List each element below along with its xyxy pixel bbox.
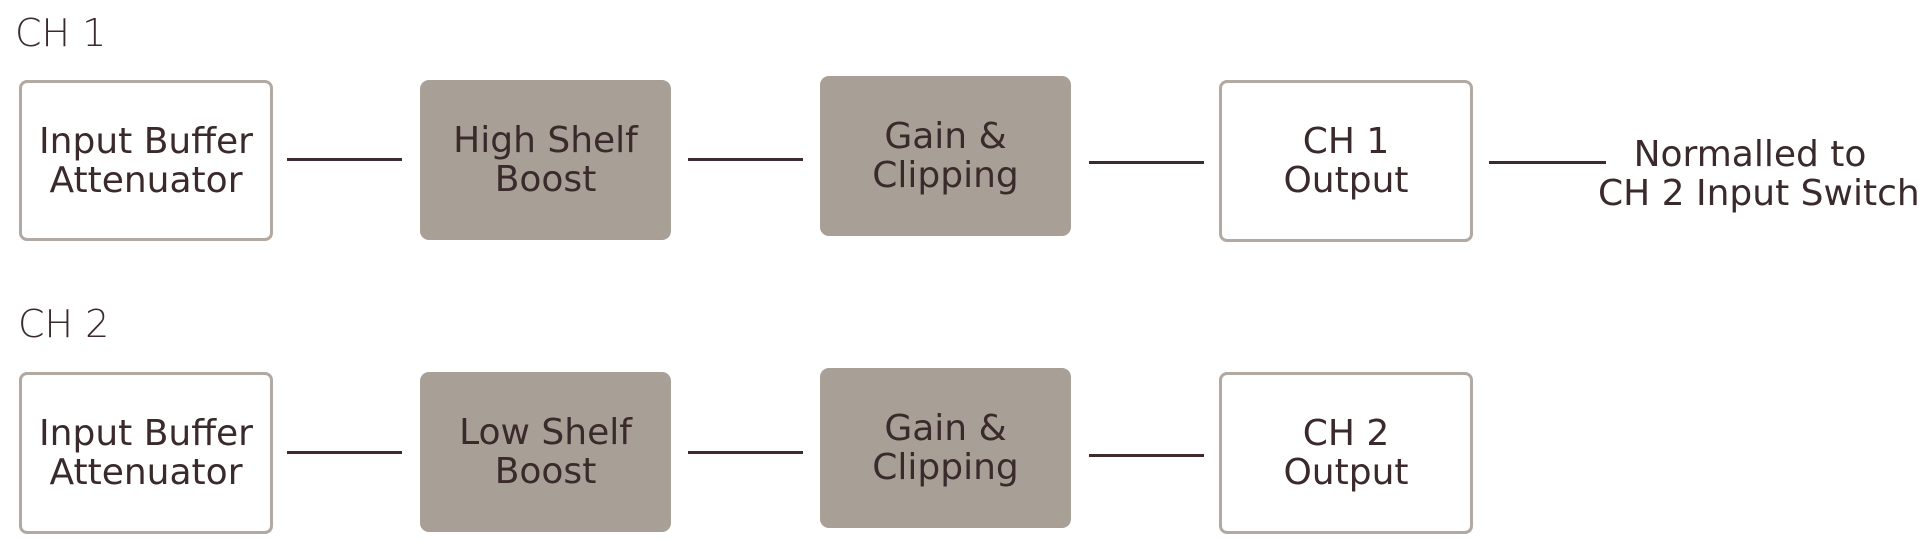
note-line1: Normalled to (1633, 134, 1867, 175)
block-label-line1: Low Shelf (459, 412, 632, 453)
ch1-wire-2 (688, 158, 803, 161)
ch1-output-block: CH 1 Output (1219, 80, 1473, 242)
block-label-line1: Input Buffer (39, 413, 253, 454)
block-label-line1: Input Buffer (39, 120, 253, 162)
block-label-line2: Attenuator (49, 159, 243, 201)
block-label-line2: Output (1283, 160, 1409, 201)
block-label-line2: Clipping (872, 155, 1019, 196)
block-label-line2: Clipping (872, 447, 1019, 488)
ch1-wire-3 (1089, 161, 1204, 164)
ch1-wire-4 (1489, 161, 1606, 164)
ch2-input-buffer-block: Input Buffer Attenuator (19, 372, 273, 534)
block-label-line1: High Shelf (453, 120, 638, 161)
ch1-high-shelf-block: High Shelf Boost (420, 80, 671, 240)
block-label-line2: Boost (494, 451, 597, 492)
ch2-wire-1 (287, 451, 402, 454)
block-label-line1: CH 1 (1302, 121, 1390, 162)
ch1-label: CH 1 (15, 11, 107, 55)
block-label-line1: CH 2 (1302, 413, 1390, 454)
block-label-line2: Output (1283, 452, 1409, 493)
ch1-normalled-note: Normalled to CH 2 Input Switch (1598, 134, 1920, 214)
block-label-line2: Attenuator (49, 452, 243, 493)
block-label-line1: Gain & (884, 408, 1007, 449)
ch1-wire-1 (287, 158, 402, 161)
ch1-gain-clipping-block: Gain & Clipping (820, 76, 1071, 236)
ch2-wire-3 (1089, 454, 1204, 457)
note-line2: CH 2 Input Switch (1598, 173, 1920, 214)
ch2-label: CH 2 (18, 302, 110, 346)
block-label-line2: Boost (494, 159, 597, 200)
ch2-low-shelf-block: Low Shelf Boost (420, 372, 671, 532)
ch2-gain-clipping-block: Gain & Clipping (820, 368, 1071, 528)
ch1-input-buffer-block: Input Buffer Attenuator (19, 80, 273, 241)
block-label-line1: Gain & (884, 116, 1007, 157)
ch2-wire-2 (688, 451, 803, 454)
ch2-output-block: CH 2 Output (1219, 372, 1473, 534)
